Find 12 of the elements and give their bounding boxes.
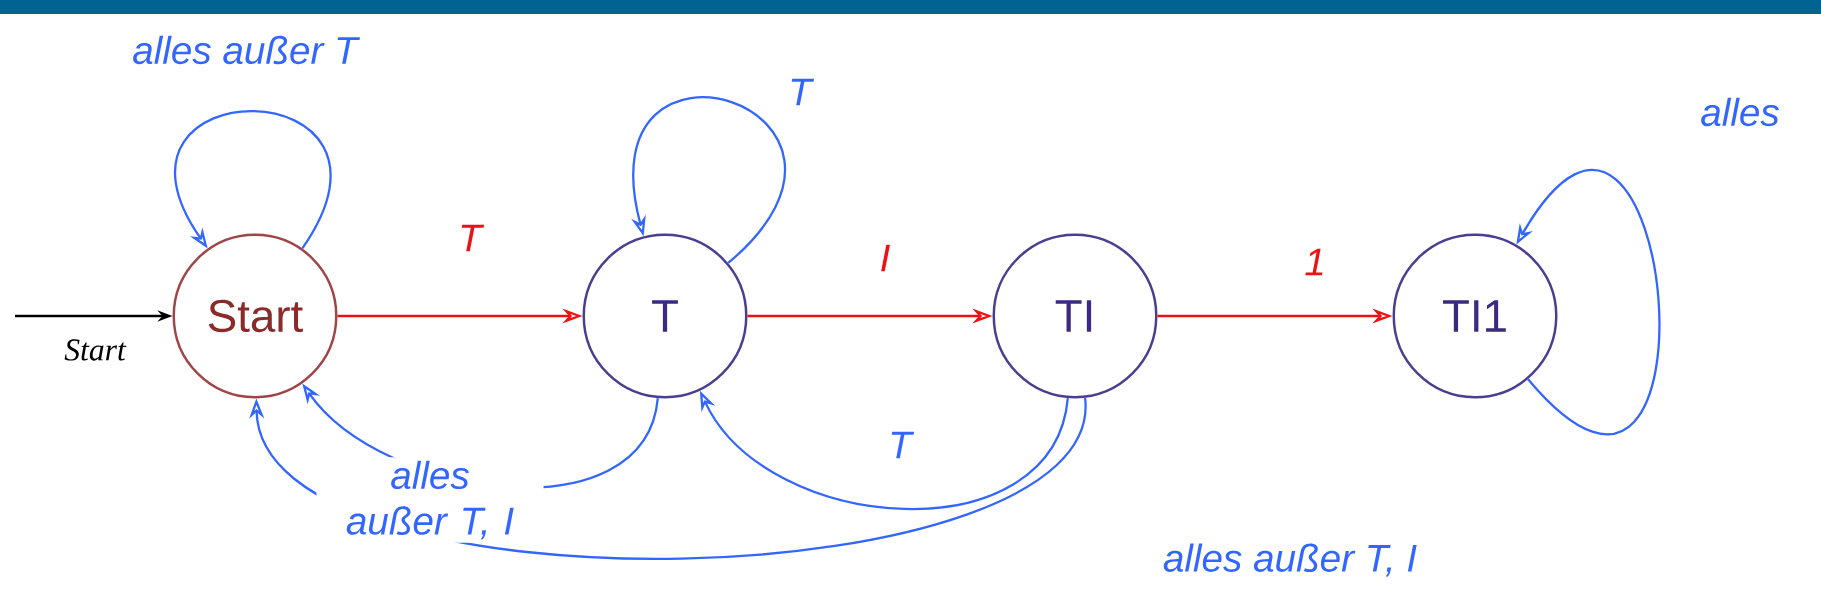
arrow [174,110,332,249]
edge-label: T [791,78,815,106]
edge-label: T [891,431,915,459]
edge-label: T [461,224,485,252]
edge-label: alles außer T, I [1163,543,1417,577]
edge-label: 1 [1305,248,1323,276]
edge-label: I [881,244,890,272]
edge-label: Start [64,339,127,361]
edge-label: alles außer T [133,35,361,65]
edge-label: alles außer T, I [346,460,514,540]
edge-label: alles [1701,97,1779,127]
arrow [1516,169,1660,435]
